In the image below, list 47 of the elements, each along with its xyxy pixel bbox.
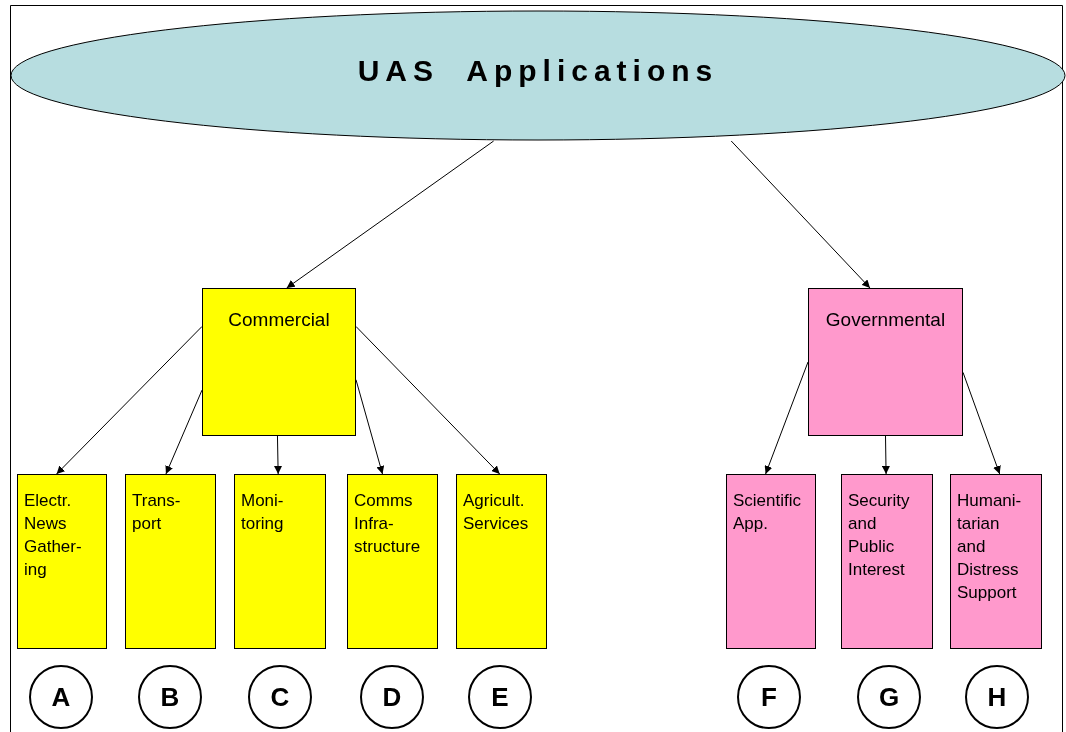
box-label: Electr. News Gather- ing xyxy=(24,490,83,581)
arrow xyxy=(56,326,203,475)
application-box xyxy=(726,474,816,649)
letter-circle xyxy=(857,665,921,729)
application-box xyxy=(125,474,216,649)
category-box xyxy=(202,288,356,436)
box-label: Commercial xyxy=(227,309,331,331)
box-label: Security and Public Interest xyxy=(848,490,911,581)
application-box xyxy=(950,474,1042,649)
arrow xyxy=(730,140,871,289)
box-label: Comms Infra- structure xyxy=(354,490,422,558)
letter-circle xyxy=(29,665,93,729)
letter-circle xyxy=(965,665,1029,729)
letter-label: F xyxy=(761,681,777,713)
application-box xyxy=(456,474,547,649)
arrow xyxy=(165,389,203,475)
arrow xyxy=(274,435,282,475)
node-label: UAS Applications xyxy=(357,54,719,88)
letter-label: C xyxy=(270,681,290,713)
box-label: Governmental xyxy=(824,309,947,331)
letter-circle xyxy=(248,665,312,729)
arrow xyxy=(355,379,385,475)
letter-label: A xyxy=(51,681,71,713)
box-label: Humani- tarian and Distress Support xyxy=(957,490,1023,604)
arrow xyxy=(764,361,809,475)
arrow xyxy=(286,140,495,289)
letter-label: H xyxy=(987,681,1007,713)
application-box xyxy=(234,474,326,649)
box-label: Agricult. Services xyxy=(463,490,530,535)
box-label: Moni- toring xyxy=(241,490,285,535)
category-box xyxy=(808,288,963,436)
box-label: Scientific App. xyxy=(733,490,803,535)
letter-circle xyxy=(360,665,424,729)
arrow xyxy=(355,326,501,475)
letter-label: G xyxy=(878,681,900,713)
letter-circle xyxy=(468,665,532,729)
arrow xyxy=(962,371,1001,475)
letter-circle xyxy=(138,665,202,729)
application-box xyxy=(347,474,438,649)
letter-label: B xyxy=(160,681,180,713)
letter-circle xyxy=(737,665,801,729)
box-label: Trans- port xyxy=(132,490,182,535)
letter-label: D xyxy=(382,681,402,713)
application-box xyxy=(841,474,933,649)
letter-label: E xyxy=(491,681,509,713)
application-box xyxy=(17,474,107,649)
arrow xyxy=(881,435,890,475)
